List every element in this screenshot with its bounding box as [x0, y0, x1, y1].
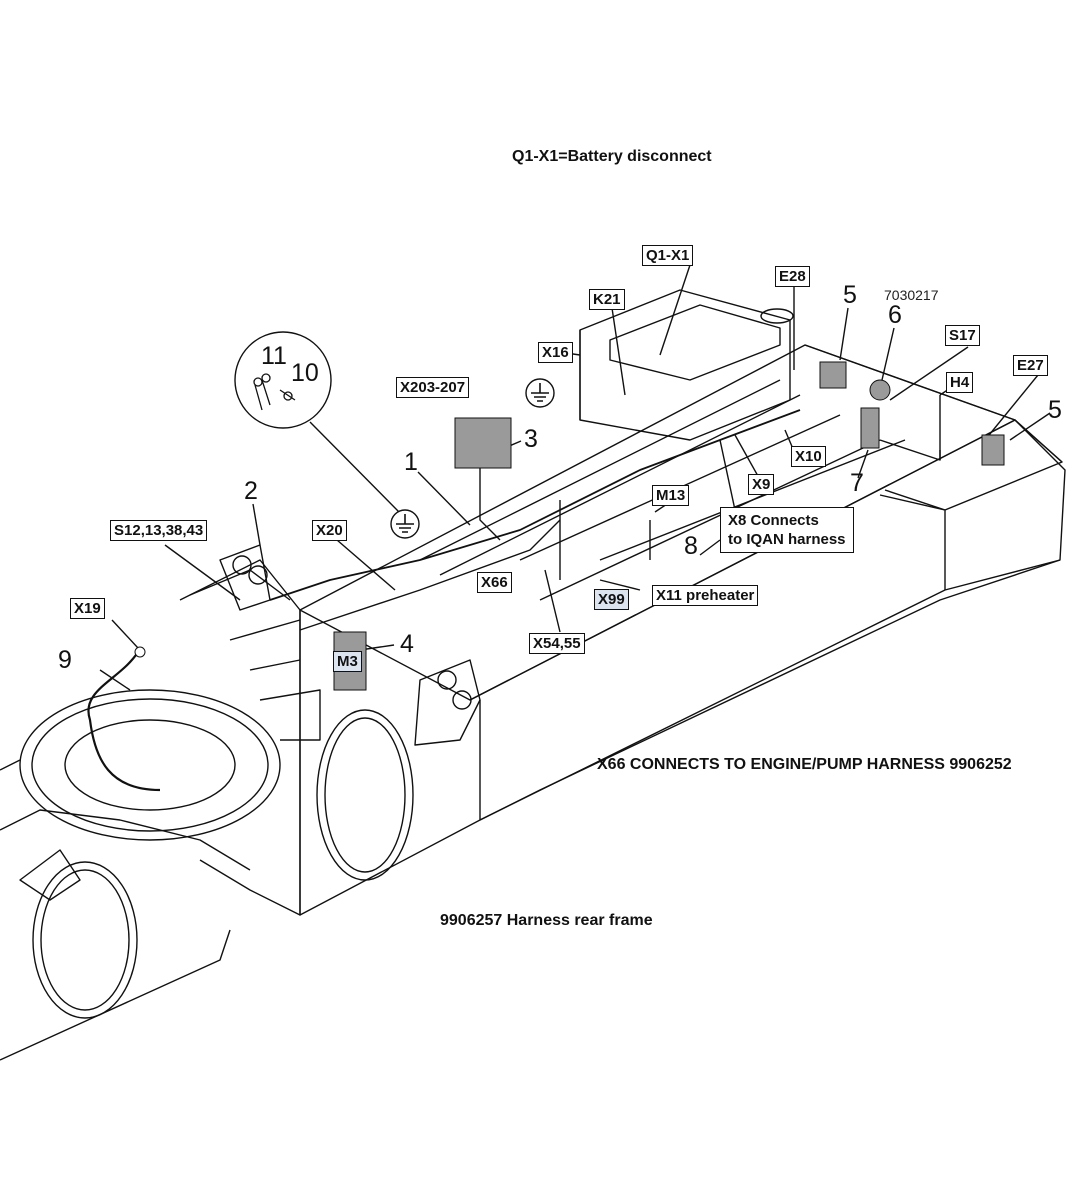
detail-circle	[234, 331, 332, 429]
note-battery-disconnect: Q1-X1=Battery disconnect	[512, 148, 712, 165]
label-e27: E27	[1013, 355, 1048, 376]
frame-right-face	[469, 419, 1066, 821]
callout-7: 7	[850, 469, 864, 497]
label-x9: X9	[748, 474, 775, 495]
component-e28	[819, 361, 847, 389]
hinge-bracket-right	[414, 659, 481, 746]
frame-bottom-edge	[479, 559, 1061, 821]
label-m13: M13	[652, 485, 690, 506]
label-h4: H4	[946, 372, 974, 393]
note-harness-rear-frame: 9906257 Harness rear frame	[440, 912, 653, 929]
label-x8-iqan: X8 Connects to IQAN harness	[720, 507, 854, 553]
x19-connector	[134, 646, 146, 658]
callout-9: 9	[58, 646, 72, 674]
drawing-number: 7030217	[884, 287, 939, 303]
label-x66: X66	[477, 572, 512, 593]
label-x10: X10	[791, 446, 826, 467]
lower-opening	[32, 861, 138, 1019]
leader-ground-left	[309, 421, 401, 514]
component-e27	[981, 434, 1005, 466]
hinge-bracket-left	[219, 544, 271, 611]
label-x19: X19	[70, 598, 105, 619]
component-x203-box	[454, 417, 512, 469]
callout-4: 4	[400, 630, 414, 658]
component-6	[869, 379, 891, 401]
callout-11: 11	[261, 342, 287, 370]
label-x99: X99	[594, 589, 629, 610]
label-x54-55: X54,55	[529, 633, 585, 654]
label-s12-13-38-43: S12,13,38,43	[110, 520, 208, 541]
slew-ring	[19, 689, 281, 841]
note-x66-engine-harness: X66 CONNECTS TO ENGINE/PUMP HARNESS 9906…	[597, 756, 1012, 773]
label-x11-preheater: X11 preheater	[652, 585, 759, 606]
label-x16: X16	[538, 342, 573, 363]
label-k21: K21	[589, 289, 625, 310]
callout-1: 1	[404, 448, 418, 476]
callout-10: 10	[291, 359, 319, 387]
callout-6: 6	[888, 301, 902, 329]
label-m3: M3	[333, 651, 362, 672]
side-opening	[316, 709, 414, 881]
harness-x19-wire	[87, 651, 161, 792]
label-s17: S17	[945, 325, 980, 346]
battery-box	[579, 289, 791, 441]
front-frame	[179, 559, 301, 916]
label-x20: X20	[312, 520, 347, 541]
frame-side-face	[299, 610, 481, 916]
callout-8: 8	[684, 532, 698, 560]
callout-5-right: 5	[1048, 396, 1062, 424]
callout-2: 2	[244, 477, 258, 505]
callout-5-top: 5	[843, 281, 857, 309]
label-x203-207: X203-207	[396, 377, 470, 398]
callout-3: 3	[524, 425, 538, 453]
label-e28: E28	[775, 266, 810, 287]
label-q1-x1: Q1-X1	[642, 245, 694, 266]
component-7	[860, 407, 880, 449]
